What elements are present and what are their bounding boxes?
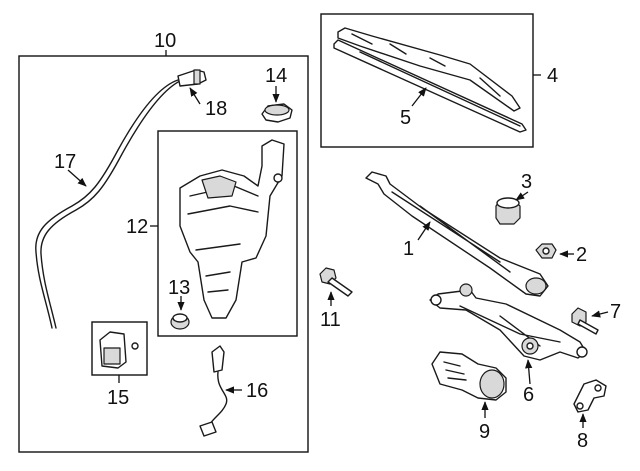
pump-wire-harness (199, 345, 228, 437)
reservoir-group-box (157, 130, 298, 337)
leader-7 (591, 310, 609, 318)
leader-5 (411, 87, 427, 107)
washer-hose (35, 79, 179, 329)
mounting-bolt (319, 267, 353, 297)
callout-14: 14 (265, 65, 287, 87)
arm-nut (535, 243, 557, 259)
callout-18: 18 (205, 98, 227, 120)
wiper-blade-group-box (320, 13, 534, 148)
callout-13: 13 (168, 277, 190, 299)
hose-connector (177, 69, 207, 87)
callout-3: 3 (521, 171, 532, 193)
wiper-blade (333, 27, 527, 133)
pump-grommet (170, 313, 190, 330)
callout-4: 4 (547, 65, 558, 87)
callout-7: 7 (610, 301, 621, 323)
callout-11: 11 (320, 309, 341, 331)
leader-17 (67, 169, 87, 187)
leader-1 (417, 221, 431, 241)
reservoir-cap (261, 103, 293, 123)
wiper-arm (365, 171, 549, 297)
leader-18 (189, 87, 201, 105)
callout-2: 2 (576, 244, 587, 266)
linkage-bolt (571, 307, 599, 335)
callout-16: 16 (246, 380, 268, 402)
callout-8: 8 (577, 430, 588, 452)
callout-17: 17 (54, 151, 76, 173)
leader-6 (525, 359, 533, 385)
callout-6: 6 (523, 384, 534, 406)
motor-bracket (573, 379, 607, 413)
wiper-motor (431, 351, 507, 401)
callout-12: 12 (126, 216, 148, 238)
callout-9: 9 (479, 421, 490, 443)
washer-system-group-box (18, 55, 309, 453)
wiper-linkage (429, 283, 588, 361)
callout-10: 10 (154, 30, 176, 52)
leader-3 (515, 191, 529, 201)
callout-1: 1 (403, 238, 414, 260)
arm-cap (495, 197, 521, 225)
washer-reservoir (179, 139, 285, 319)
callout-15: 15 (107, 387, 129, 409)
washer-pump (99, 331, 139, 369)
callout-5: 5 (400, 107, 411, 129)
